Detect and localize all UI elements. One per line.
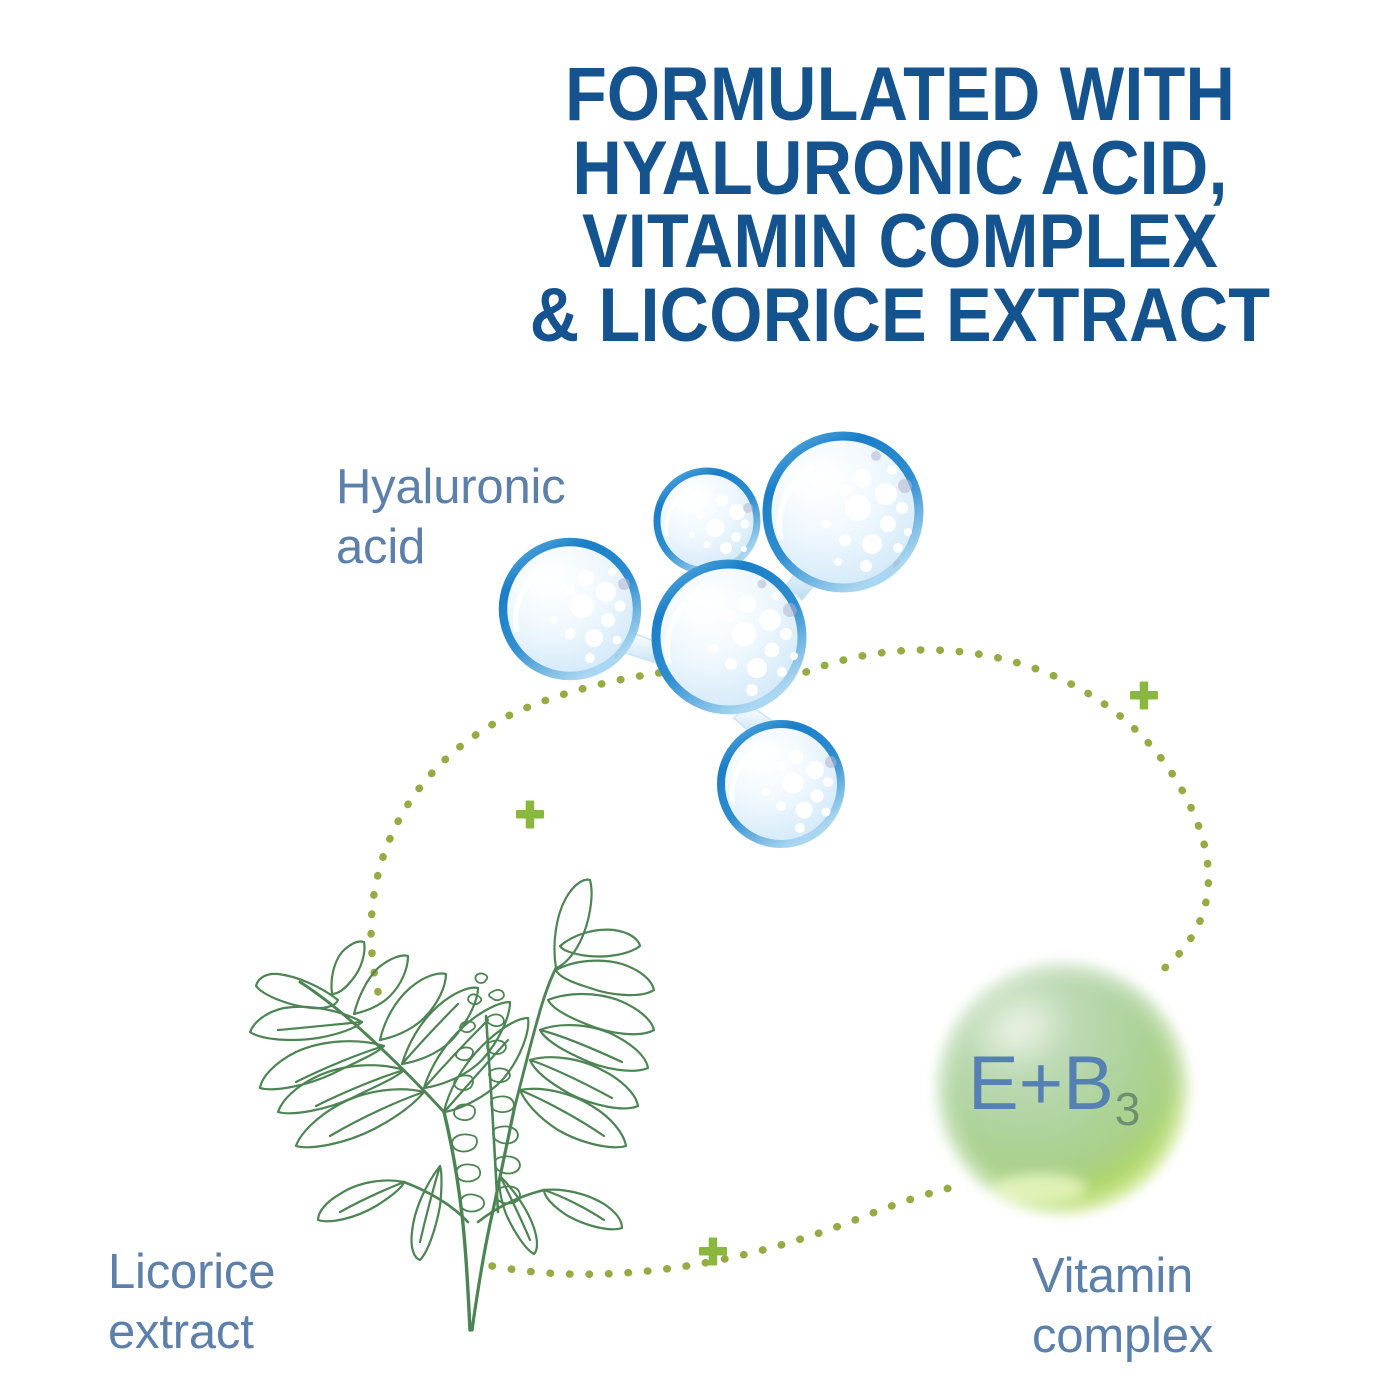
arc-molecule-to-vitamin <box>802 646 1213 982</box>
plus-icon-left <box>516 800 544 829</box>
label-licorice-extract: Licorice extract <box>108 1245 276 1359</box>
label-vitamin-complex: Vitamin complex <box>1032 1249 1214 1363</box>
page-title: FORMULATED WITH HYALURONIC ACID, VITAMIN… <box>529 52 1271 359</box>
bubble-left <box>498 537 642 681</box>
label-hyaluronic-acid: Hyaluronic acid <box>336 460 566 574</box>
bubble-bottom <box>717 720 845 848</box>
arc-licorice-to-vitamin <box>488 1180 970 1278</box>
plus-icon-top-right <box>1130 681 1158 710</box>
plus-icon-bottom <box>699 1237 727 1266</box>
vitamin-formula-text: E+B3 <box>968 1046 1140 1132</box>
bubble-small-top <box>653 467 761 575</box>
vitamin-formula-subscript: 3 <box>1114 1082 1141 1135</box>
arc-licorice-to-molecule <box>367 664 706 996</box>
bubble-large-top-right <box>762 431 924 593</box>
vitamin-formula-main: E+B <box>968 1041 1114 1126</box>
bubble-center <box>651 559 807 715</box>
